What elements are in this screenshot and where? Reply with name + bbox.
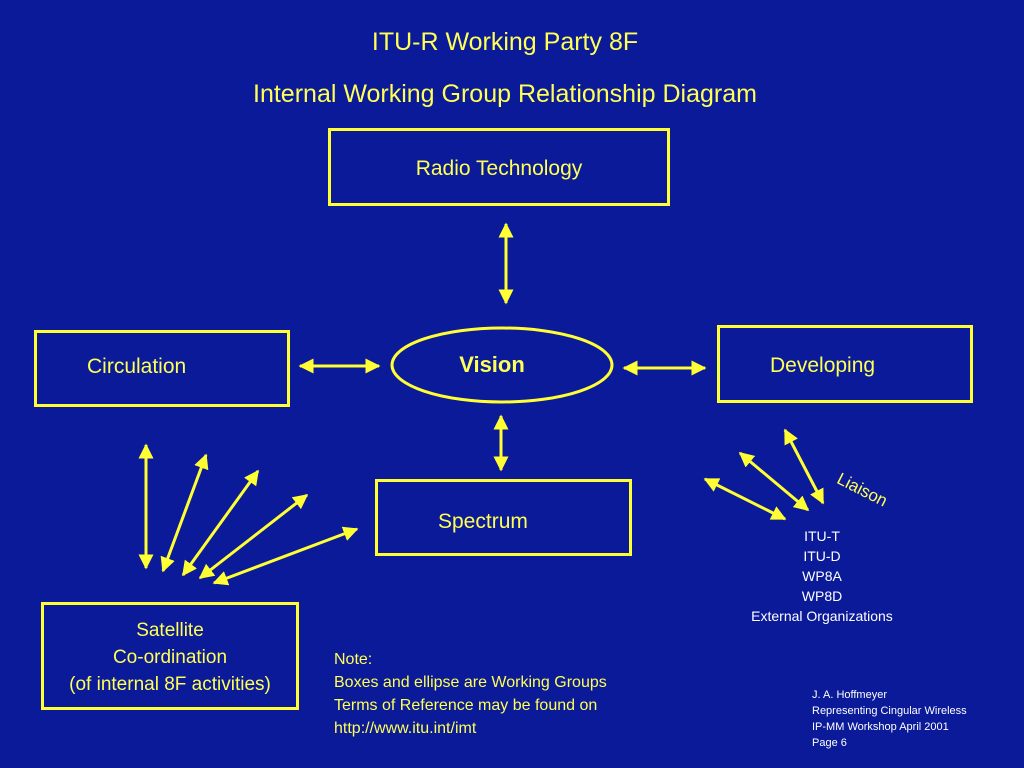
note-line: Terms of Reference may be found on [334,697,598,714]
credit-event: IP-MM Workshop April 2001 [812,721,949,733]
circulation-box: Circulation [34,330,290,407]
credit-affiliation: Representing Cingular Wireless [812,705,967,717]
credit-page: Page 6 [812,737,847,749]
note-link[interactable]: http://www.itu.int/imt [334,720,477,737]
developing-box: Developing [717,325,973,403]
note-heading: Note: [334,651,373,668]
liaison-item: WP8D [801,588,843,604]
liaison-item: ITU-T [804,528,840,544]
liaison-item: ITU-D [803,548,841,564]
liaison-item: WP8A [802,568,842,584]
vision-label: Vision [459,352,525,377]
vision-ellipse [390,326,614,404]
credit-author: J. A. Hoffmeyer [812,689,887,701]
satellite-label-line-3: (of internal 8F activities) [69,674,271,695]
credit-block: J. A. Hoffmeyer Representing Cingular Wi… [812,687,967,751]
liaison-item: External Organizations [751,608,893,624]
radio-technology-label: Radio Technology [415,157,583,180]
arrow-liaison-3 [703,477,787,521]
satellite-label-line-1: Satellite [136,620,204,641]
arrow-satellite-spectrum [212,526,359,586]
arrow-satellite-developing [198,493,309,580]
title-line-1: ITU-R Working Party 8F [371,28,639,56]
spectrum-box: Spectrum [375,479,632,556]
arrow-liaison-1 [783,428,825,505]
note-block: Note: Boxes and ellipse are Working Grou… [334,648,607,740]
liaison-list: ITU-T ITU-D WP8A WP8D External Organizat… [712,526,932,626]
satellite-label-line-2: Co-ordination [112,647,228,668]
satellite-box: Satellite Co-ordination (of internal 8F … [41,602,299,710]
developing-label: Developing [770,354,876,377]
circulation-label: Circulation [87,355,187,378]
radio-technology-box: Radio Technology [328,128,670,206]
title-line-2: Internal Working Group Relationship Diag… [253,80,757,108]
note-line: Boxes and ellipse are Working Groups [334,674,607,691]
spectrum-label: Spectrum [438,510,528,533]
